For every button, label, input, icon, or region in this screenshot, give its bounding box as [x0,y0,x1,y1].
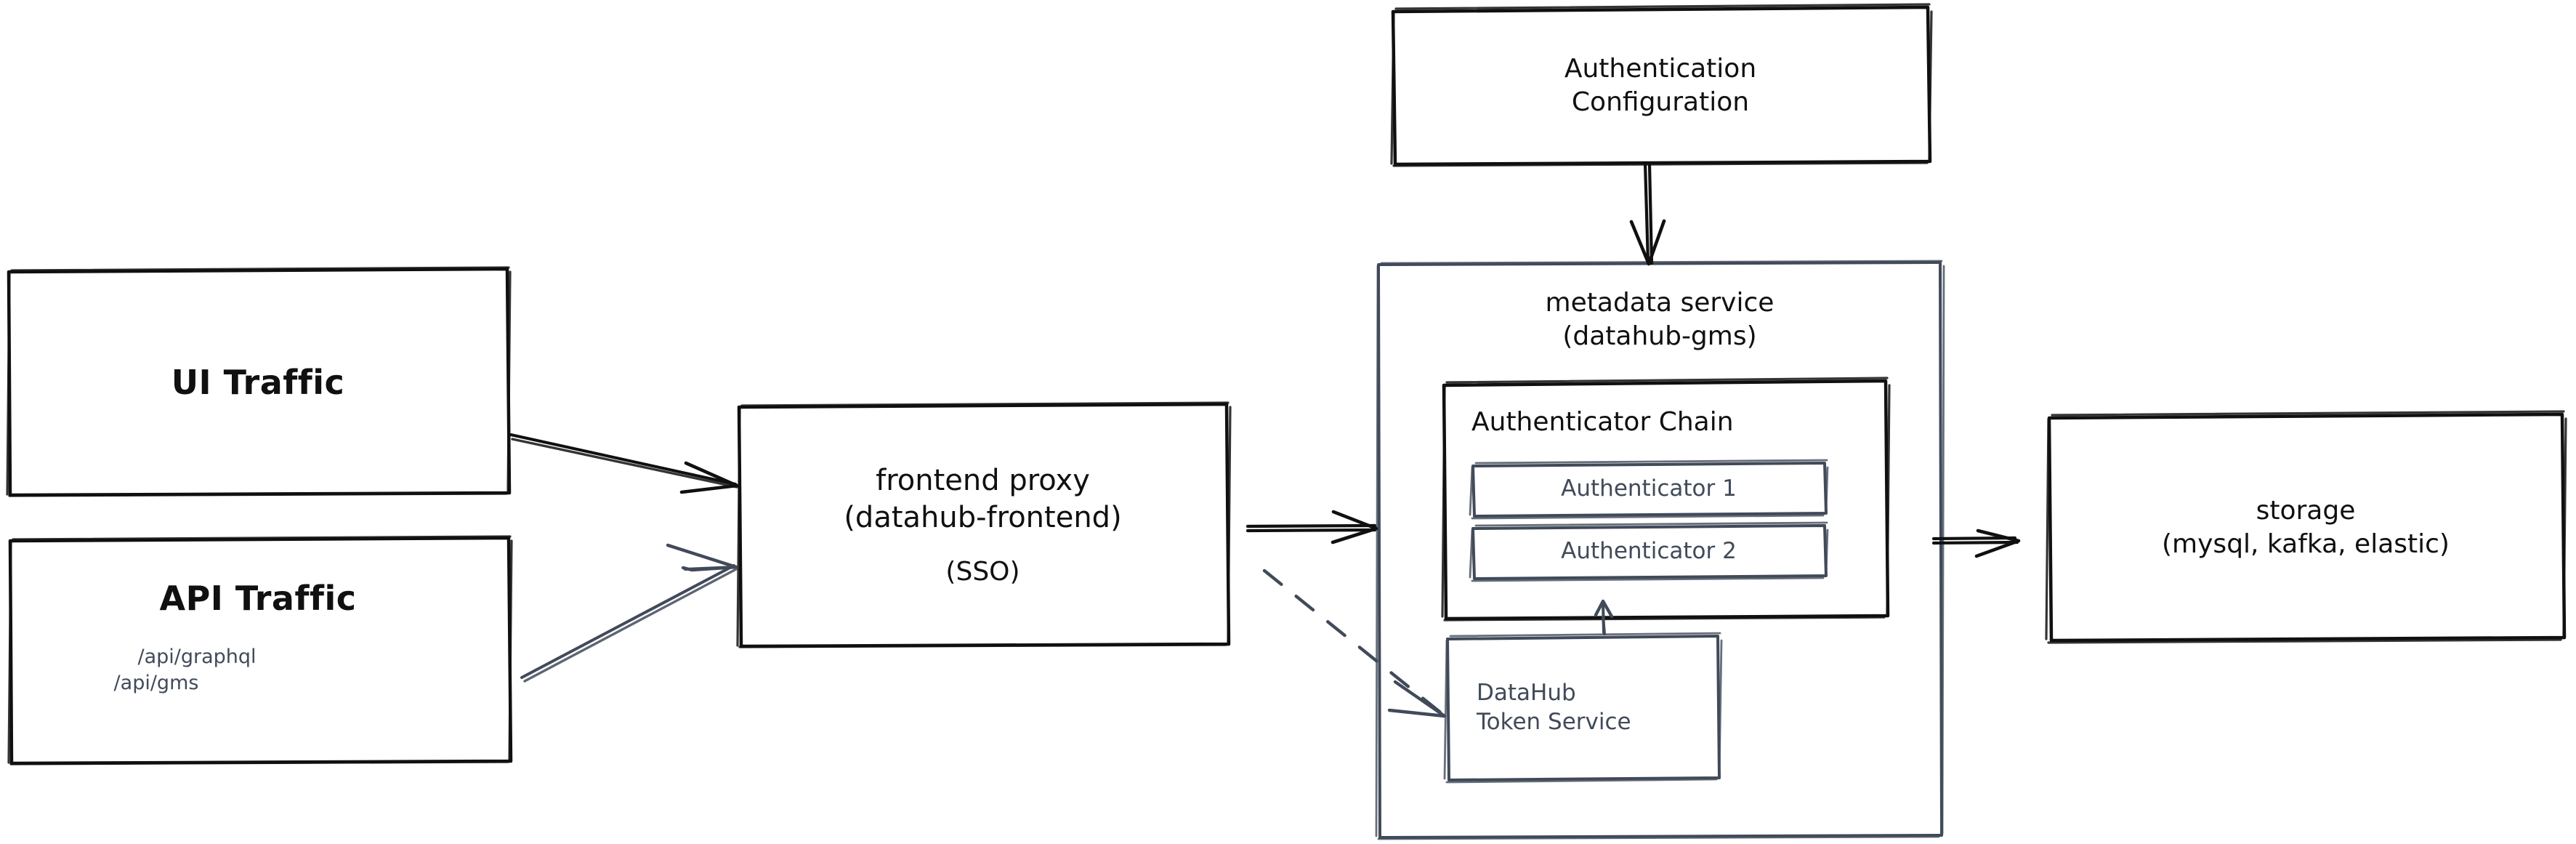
edge-frontend-to-token [1262,568,1447,718]
node-api-traffic-shape[interactable] [7,535,513,765]
node-storage-shape[interactable] [2045,410,2567,644]
edge-gms-to-storage [1931,528,2021,558]
edge-frontend-to-gms [1245,510,1378,544]
edge-authconfig-to-gms [1629,161,1666,266]
node-token-service-shape[interactable] [1443,632,1723,784]
edge-token-to-chain [1594,599,1614,635]
node-authenticator-1-shape[interactable] [1469,459,1829,520]
node-auth-config-shape[interactable] [1390,3,1933,167]
node-authenticator-2-shape[interactable] [1469,521,1829,582]
edge-ui-to-frontend [509,433,739,494]
node-frontend-proxy-shape[interactable] [736,401,1232,648]
node-ui-traffic-shape[interactable] [6,266,512,497]
edge-api-to-frontend [520,543,738,683]
